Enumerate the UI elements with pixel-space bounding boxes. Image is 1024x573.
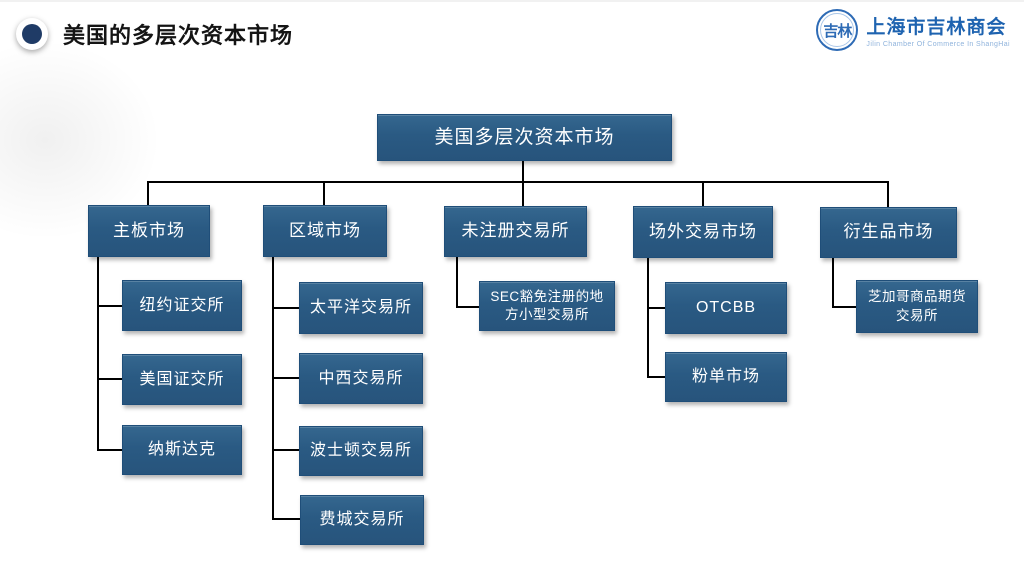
node-boston-exchange: 波士顿交易所 <box>299 426 423 476</box>
node-regional-market: 区域市场 <box>263 205 387 257</box>
main-board-connectors <box>97 256 123 451</box>
derivatives-connectors <box>832 257 857 308</box>
chamber-name: 上海市吉林商会 <box>866 17 1007 38</box>
slide-header: 美国的多层次资本市场 <box>16 18 293 50</box>
page-title: 美国的多层次资本市场 <box>63 23 294 48</box>
node-otcbb: OTCBB <box>665 282 787 334</box>
node-root-us-multilevel-capital-market: 美国多层次资本市场 <box>377 114 672 161</box>
regional-connectors <box>272 256 301 520</box>
node-amex: 美国证交所 <box>122 354 242 405</box>
chamber-seal-icon: 吉林 <box>816 9 859 51</box>
node-pacific-exchange: 太平洋交易所 <box>299 282 423 334</box>
node-otc-market: 场外交易市场 <box>633 206 773 258</box>
chamber-subtitle: Jilin Chamber Of Commerce In ShangHai <box>866 41 1010 48</box>
chamber-logo-textblock: 上海市吉林商会 Jilin Chamber Of Commerce In Sha… <box>866 12 1010 48</box>
title-bullet-icon <box>16 18 48 50</box>
unregistered-connectors <box>456 256 480 308</box>
node-nyse: 纽约证交所 <box>122 280 242 331</box>
node-midwest-exchange: 中西交易所 <box>299 353 423 404</box>
node-chicago-mercantile-exchange: 芝加哥商品期货交易所 <box>856 280 978 333</box>
otc-connectors <box>647 257 666 378</box>
node-philadelphia-exchange: 费城交易所 <box>300 495 424 545</box>
node-unregistered-exchanges: 未注册交易所 <box>444 206 587 257</box>
chamber-logo: 吉林 上海市吉林商会 Jilin Chamber Of Commerce In … <box>816 9 1010 51</box>
top-edge-divider <box>0 0 1024 2</box>
title-bullet-dot <box>22 24 42 44</box>
node-nasdaq: 纳斯达克 <box>122 425 242 475</box>
node-derivatives-market: 衍生品市场 <box>820 207 957 258</box>
node-sec-exempt-local-exchanges: SEC豁免注册的地方小型交易所 <box>479 281 615 331</box>
node-main-board-market: 主板市场 <box>88 205 210 257</box>
node-pink-sheets: 粉单市场 <box>665 352 787 402</box>
root-connectors <box>147 160 889 208</box>
